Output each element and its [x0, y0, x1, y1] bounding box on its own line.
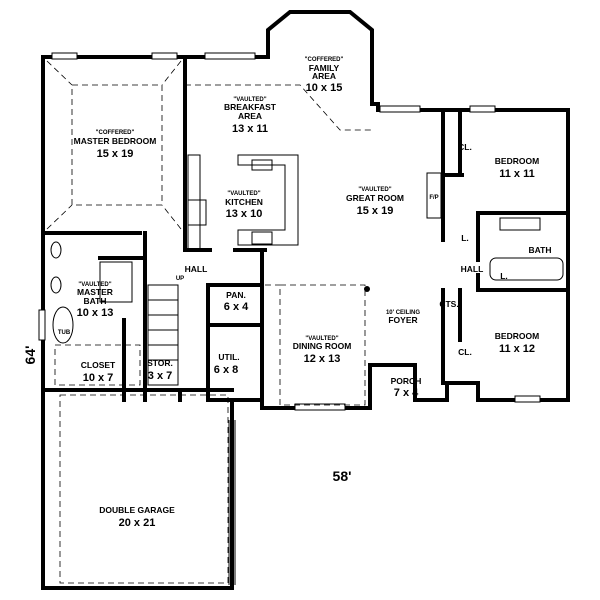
master-bedroom-note: "COFFERED": [96, 130, 135, 136]
family-area-note: "COFFERED": [305, 57, 344, 63]
great-room-note: "VAULTED": [358, 187, 391, 193]
interior-walls: [41, 55, 570, 410]
porch-size: 7 x 4: [394, 387, 419, 399]
master-closet-size: 10 x 7: [83, 372, 114, 384]
kitchen-name: KITCHEN: [225, 197, 263, 207]
bedroom-1-name: BEDROOM: [495, 156, 539, 166]
fireplace-label: F/P: [429, 195, 438, 201]
pantry-size: 6 x 4: [224, 301, 249, 313]
coats-closet-name: CTS.: [439, 299, 458, 309]
bedroom-2-name: BEDROOM: [495, 331, 539, 341]
breakfast-name1: BREAKFAST: [224, 102, 277, 112]
room-labels: "COFFERED" MASTER BEDROOM 15 x 19 "COFFE…: [22, 57, 551, 529]
depth-dimension: 64': [22, 346, 38, 365]
garage-door: [228, 420, 236, 585]
storage-size: 3 x 7: [148, 370, 172, 382]
family-area-name1: FAMILY: [309, 63, 340, 73]
ceiling-lines: [46, 60, 372, 584]
breakfast-note: "VAULTED": [233, 97, 266, 103]
column: [364, 286, 370, 292]
closet-1-name: CL.: [458, 142, 472, 152]
stairs-up-label: UP: [176, 276, 184, 282]
dining-size: 12 x 13: [304, 353, 341, 365]
foyer-name: FOYER: [388, 315, 417, 325]
master-bath-name1: MASTER: [77, 287, 113, 297]
master-bedroom-name: MASTER BEDROOM: [74, 136, 157, 146]
dining-name: DINING ROOM: [293, 341, 352, 351]
pantry-name: PAN.: [226, 290, 246, 300]
master-bath-size: 10 x 13: [77, 307, 114, 319]
breakfast-size: 13 x 11: [232, 123, 268, 135]
hall-right-name: HALL: [461, 264, 484, 274]
kitchen-note: "VAULTED": [227, 191, 260, 197]
kitchen-size: 13 x 10: [226, 208, 263, 220]
family-area-name2: AREA: [312, 71, 336, 81]
garage-size: 20 x 21: [119, 517, 156, 529]
closet-2-name: CL.: [458, 347, 472, 357]
bedroom-2-size: 11 x 12: [499, 343, 535, 355]
master-closet-name: CLOSET: [81, 360, 116, 370]
utility-size: 6 x 8: [214, 364, 238, 376]
linen-1-name: L.: [461, 233, 469, 243]
linen-2-name: L.: [500, 271, 508, 281]
family-area-size: 10 x 15: [306, 82, 343, 94]
master-bedroom-size: 15 x 19: [97, 148, 134, 160]
windows: [38, 52, 541, 411]
fixtures: [50, 172, 564, 344]
kitchen-cabinets: [187, 154, 299, 251]
porch-name: PORCH: [391, 376, 422, 386]
stairs: [147, 284, 179, 386]
foyer-note: 10' CEILING: [386, 310, 420, 316]
garage-name: DOUBLE GARAGE: [99, 505, 175, 515]
great-room-name: GREAT ROOM: [346, 193, 404, 203]
breakfast-name2: AREA: [238, 111, 262, 121]
master-bath-note: "VAULTED": [78, 282, 111, 288]
utility-name: UTIL.: [218, 352, 239, 362]
great-room-size: 15 x 19: [357, 205, 394, 217]
storage-name: STOR.: [147, 358, 173, 368]
width-dimension: 58': [333, 468, 352, 484]
tub-label: TUB: [58, 330, 71, 336]
master-bath-name2: BATH: [84, 296, 107, 306]
hall-left-name: HALL: [185, 264, 208, 274]
exterior-walls: [41, 10, 570, 590]
bedroom-1-size: 11 x 11: [499, 168, 535, 180]
bath-name: BATH: [529, 245, 552, 255]
dining-note: "VAULTED": [305, 336, 338, 342]
